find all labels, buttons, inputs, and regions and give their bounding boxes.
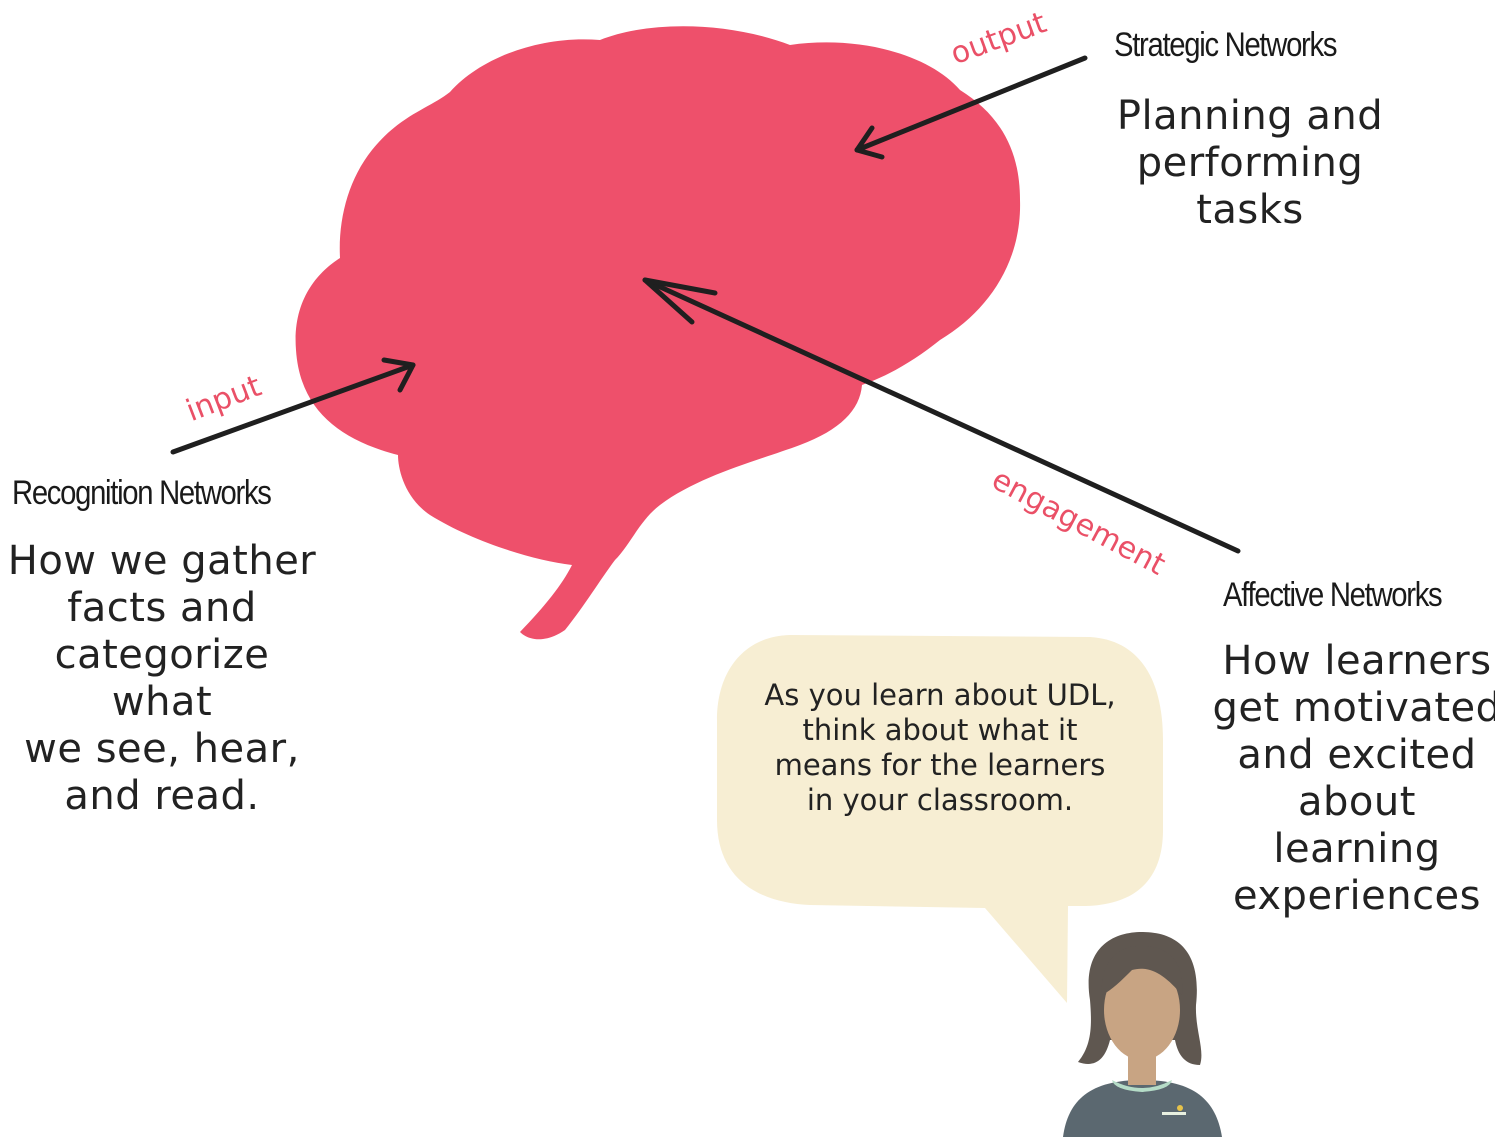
speech-bubble-text: As you learn about UDL, think about what…	[764, 678, 1116, 817]
output-arrow	[854, 55, 1088, 153]
affective-networks-description: How learners get motivated and excited a…	[1212, 638, 1495, 919]
strategic-networks-heading: Strategic Networks	[1114, 26, 1337, 64]
teacher-avatar	[1063, 932, 1222, 1137]
input-arrow-head	[381, 357, 416, 393]
engagement-arrow-head	[642, 277, 718, 325]
speech-bubble	[717, 635, 1163, 1003]
recognition-networks-heading: Recognition Networks	[12, 474, 272, 512]
input-arrow	[170, 362, 416, 455]
strategic-networks-description: Planning and performing tasks	[1116, 93, 1384, 233]
output-arrow-head	[854, 125, 885, 160]
affective-networks-heading: Affective Networks	[1223, 576, 1443, 614]
recognition-networks-description: How we gather facts and categorize what …	[7, 538, 317, 819]
brain-icon	[295, 26, 1021, 640]
engagement-arrow	[642, 277, 1241, 554]
